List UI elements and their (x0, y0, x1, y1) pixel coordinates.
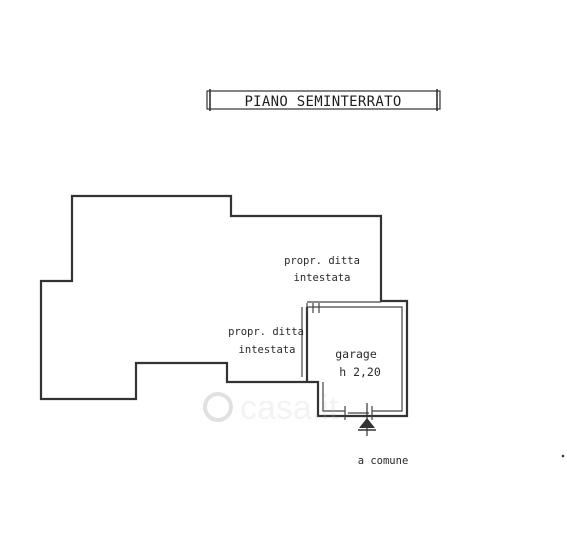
garage-height-label: h 2,20 (339, 365, 381, 379)
prop-upper-label-line1: propr. ditta (284, 255, 360, 267)
property-perimeter (39, 194, 409, 418)
garage-label: garage (335, 347, 377, 361)
watermark-logo-icon (203, 392, 233, 422)
title-frame (206, 90, 441, 110)
garage-inner-wall (307, 306, 403, 412)
room-labels: propr. ditta intestata propr. ditta inte… (228, 255, 408, 467)
title-block: PIANO SEMINTERRATO (206, 89, 441, 111)
access-label: a comune (358, 455, 409, 467)
plan-title: PIANO SEMINTERRATO (244, 94, 401, 110)
watermark: casa.it (203, 389, 339, 427)
access-arrow-head (359, 418, 375, 428)
watermark-text: casa.it (240, 389, 339, 427)
access-arrow (358, 403, 376, 436)
prop-lower-label-line1: propr. ditta (228, 326, 304, 338)
property-outline (39, 194, 409, 420)
prop-lower-label-line2: intestata (239, 344, 296, 356)
stray-mark (561, 454, 565, 458)
prop-upper-label-line2: intestata (294, 272, 351, 284)
